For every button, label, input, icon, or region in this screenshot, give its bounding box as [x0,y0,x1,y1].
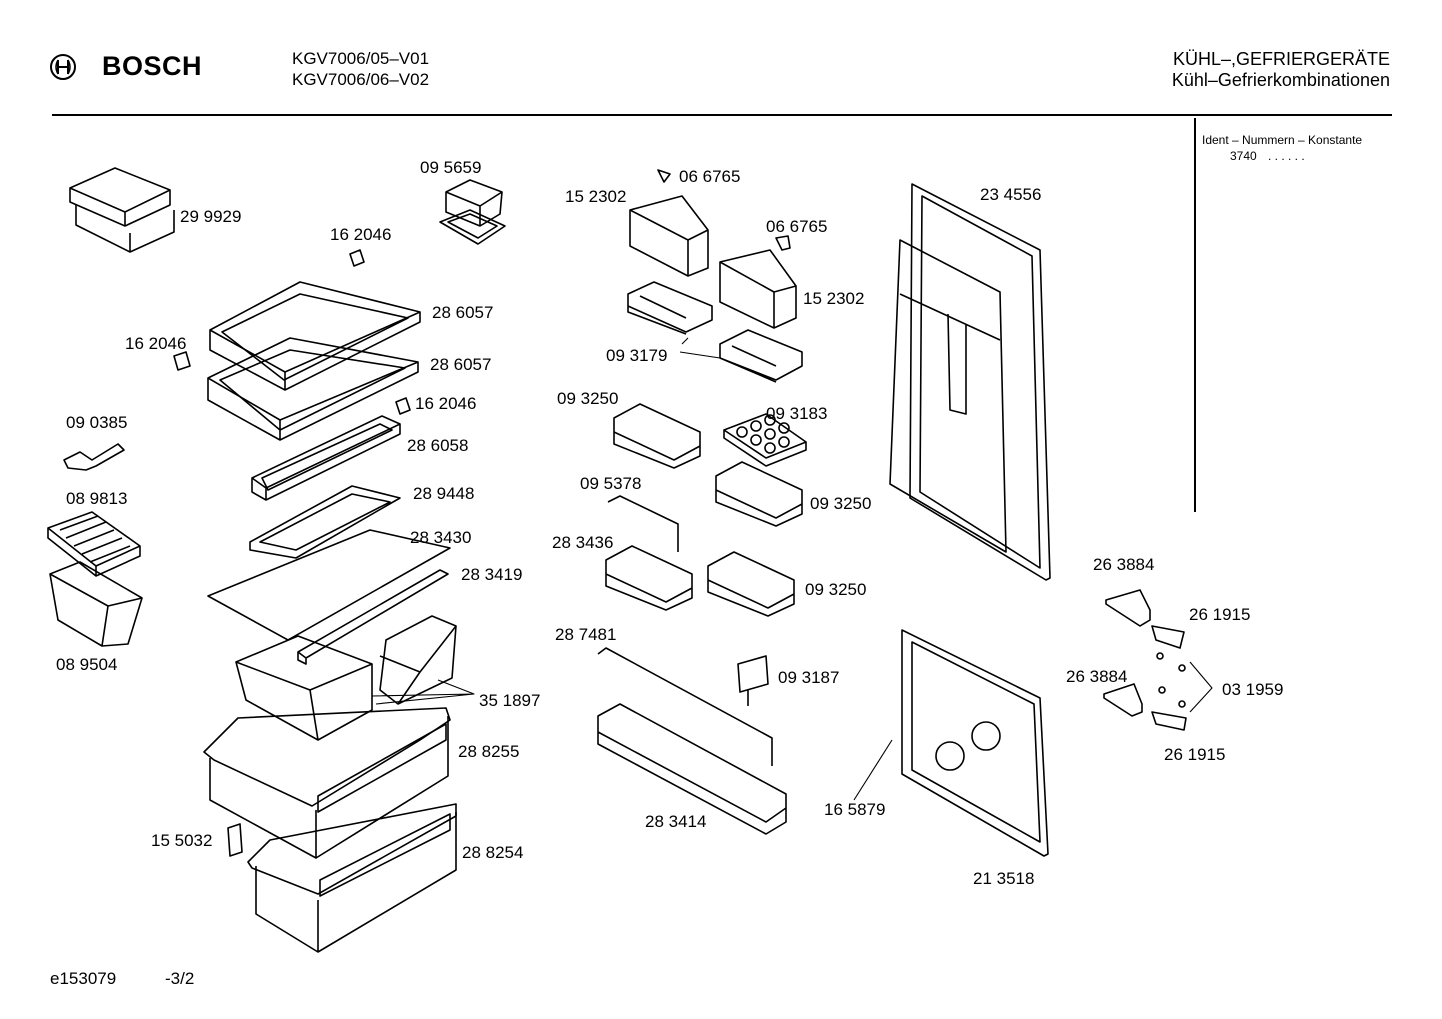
document-id: e153079 [50,969,117,988]
part-label: 08 9504 [56,655,118,674]
part-label: 09 0385 [66,413,128,432]
model-number-1: KGV7006/05–V01 [292,49,430,68]
part-label: 09 5378 [580,474,642,493]
hinge-caps [174,250,410,414]
leader-lines [372,338,1212,800]
part-label: 26 3884 [1066,667,1128,686]
part-label: 09 3250 [810,494,872,513]
model-number-2: KGV7006/06–V02 [292,70,430,89]
page-number: -3/2 [165,969,195,988]
part-label: 03 1959 [1222,680,1284,699]
door-rack-small-2 [720,330,802,382]
part-label: 16 2046 [415,394,477,413]
part-label: 29 9929 [180,207,242,226]
door-rack-bin-1 [614,404,700,468]
part-label: 28 3419 [461,565,523,584]
bosch-logo-icon [50,54,76,80]
door-rack-bin-4 [708,552,794,616]
freezer-drawer-upper [204,708,450,858]
part-label: 16 5879 [824,800,886,819]
narrow-shelf-1 [252,416,400,500]
fridge-door [890,184,1050,580]
retaining-bar-1 [608,496,678,552]
part-label: 28 9448 [413,484,475,503]
part-label: 28 3436 [552,533,614,552]
crisper-drawers [236,616,456,740]
part-label: 26 1915 [1164,745,1226,764]
brand-name: BOSCH [102,51,203,81]
door-rack-bin-3 [606,546,692,610]
part-label: 26 1915 [1189,605,1251,624]
part-label: 09 3250 [557,389,619,408]
part-label: 09 3250 [805,580,867,599]
part-label: 28 3414 [645,812,707,831]
glass-plate [208,530,450,640]
ice-cube-tray [48,512,140,576]
part-label: 08 9813 [66,489,128,508]
butter-dish-part [70,168,174,252]
door-rack-cover-2 [720,250,796,328]
part-label: 28 7481 [555,625,617,644]
part-label: 09 3187 [778,668,840,687]
category-title: KÜHL–,GEFRIERGERÄTE [1172,49,1390,69]
egg-tray [724,414,806,466]
screws [658,170,790,250]
part-label: 28 6057 [432,303,494,322]
shelf-glass-lower [208,338,418,440]
header-rule [52,114,1392,116]
part-label: 26 3884 [1093,555,1155,574]
hinge-parts [1104,590,1186,730]
part-label: 09 5659 [420,158,482,177]
ident-dots: . . . . . . [1268,149,1305,163]
freezer-drawer-lower [248,804,456,952]
part-label: 06 6765 [679,167,741,186]
part-label: 09 3183 [766,404,828,423]
ident-value: 3740 [1230,149,1257,163]
category-subtitle: Kühl–Gefrierkombinationen [1171,70,1390,90]
clip-part [228,824,242,856]
part-label: 28 6058 [407,436,469,455]
part-label: 16 2046 [125,334,187,353]
part-label: 15 2302 [565,187,627,206]
freezer-container [50,562,142,646]
ident-title: Ident – Nummern – Konstante [1202,133,1363,147]
divider-part [738,656,768,706]
part-label: 28 8254 [462,843,524,862]
freezer-door [902,630,1048,856]
part-label: 28 3430 [410,528,472,547]
ident-divider [1194,118,1196,512]
door-rack-small-1 [628,282,712,334]
scraper-tool [64,444,124,470]
part-label: 15 2302 [803,289,865,308]
profile-strip [298,570,448,664]
shelf-glass-upper [210,282,420,390]
small-container-part [440,180,505,244]
part-label: 28 6057 [430,355,492,374]
part-label: 35 1897 [479,691,541,710]
part-label: 21 3518 [973,869,1035,888]
part-label: 09 3179 [606,346,668,365]
part-label: 15 5032 [151,831,213,850]
part-label: 23 4556 [980,185,1042,204]
door-rack-cover-1 [630,196,708,276]
retaining-bar-2 [598,648,772,766]
part-label: 06 6765 [766,217,828,236]
bottle-rack [598,704,786,834]
narrow-shelf-2 [250,486,400,558]
door-rack-bin-2 [716,462,802,526]
part-label: 28 8255 [458,742,520,761]
part-label: 16 2046 [330,225,392,244]
